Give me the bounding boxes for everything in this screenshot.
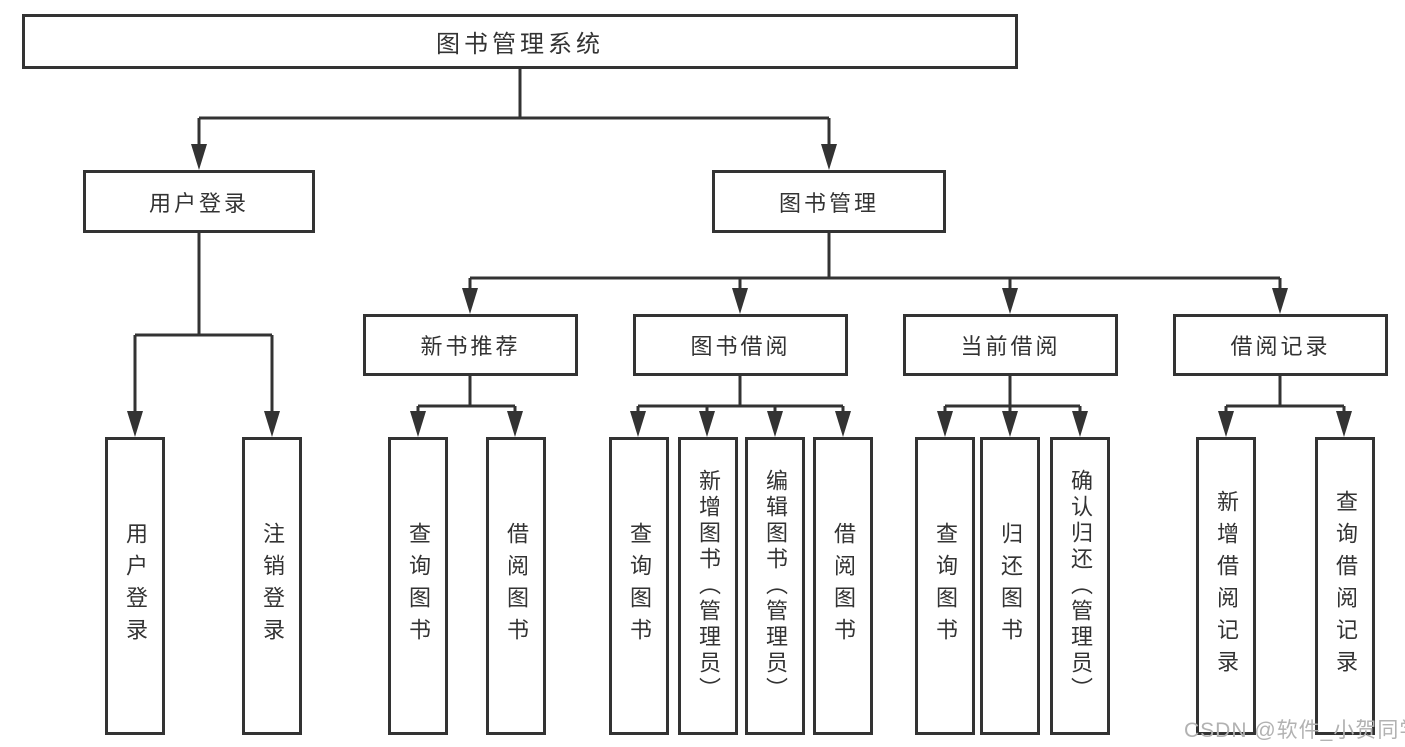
arrow-head [1218, 411, 1234, 437]
arrow-head [1336, 411, 1352, 437]
node-label: 借阅记录 [1230, 334, 1331, 359]
leaf-query-books-borrowing: 查询图书 [609, 437, 669, 735]
node-label: 新增图书（管理员） [696, 469, 721, 703]
node-label: 用户登录 [123, 522, 148, 650]
leaf-edit-book-admin: 编辑图书（管理员） [745, 437, 805, 735]
arrow-head [821, 144, 837, 170]
arrow-head [732, 288, 748, 314]
node-label: 图书借阅 [690, 334, 791, 359]
node-label: 新书推荐 [420, 334, 521, 359]
node-label: 确认归还（管理员） [1068, 469, 1093, 703]
connector-line [943, 376, 1082, 413]
node-label: 查询图书 [627, 522, 652, 650]
node-borrowing-records: 借阅记录 [1173, 314, 1388, 376]
arrow-head [507, 411, 523, 437]
node-label: 借阅图书 [504, 522, 529, 650]
arrow-head [410, 411, 426, 437]
node-label: 查询图书 [406, 522, 431, 650]
node-label: 新增借阅记录 [1214, 490, 1239, 682]
connector-line [636, 376, 845, 413]
leaf-add-book-admin: 新增图书（管理员） [678, 437, 738, 735]
connector-line [1224, 376, 1346, 413]
arrow-head [127, 411, 143, 437]
node-label: 图书管理系统 [436, 31, 604, 58]
node-user-login: 用户登录 [83, 170, 315, 233]
leaf-user-login: 用户登录 [105, 437, 165, 735]
leaf-query-books-current: 查询图书 [915, 437, 975, 735]
arrow-head [264, 411, 280, 437]
arrow-head [937, 411, 953, 437]
node-label: 归还图书 [998, 522, 1023, 650]
node-label: 借阅图书 [831, 522, 856, 650]
node-root-system: 图书管理系统 [22, 14, 1018, 69]
leaf-borrow-books-recommend: 借阅图书 [486, 437, 546, 735]
connector-line [133, 233, 274, 413]
leaf-query-borrow-record: 查询借阅记录 [1315, 437, 1375, 735]
node-label: 用户登录 [148, 190, 249, 216]
node-label: 当前借阅 [960, 334, 1061, 359]
leaf-borrow-books-borrowing: 借阅图书 [813, 437, 873, 735]
connector-line [468, 233, 1282, 290]
connector-book-borrowing-children [630, 376, 851, 437]
arrow-head [699, 411, 715, 437]
connector-root-to-level2 [191, 69, 837, 170]
connector-line [197, 69, 831, 146]
arrow-head [191, 144, 207, 170]
leaf-logout: 注销登录 [242, 437, 302, 735]
connector-user-login-children [127, 233, 280, 437]
node-book-borrowing: 图书借阅 [633, 314, 848, 376]
connector-current-borrowing-children [937, 376, 1088, 437]
node-label: 注销登录 [260, 522, 285, 650]
arrow-head [630, 411, 646, 437]
arrow-head [1272, 288, 1288, 314]
node-label: 查询借阅记录 [1333, 490, 1358, 682]
node-label: 查询图书 [933, 522, 958, 650]
node-new-book-recommendation: 新书推荐 [363, 314, 578, 376]
leaf-add-borrow-record: 新增借阅记录 [1196, 437, 1256, 735]
leaf-query-books-recommend: 查询图书 [388, 437, 448, 735]
arrow-head [1002, 411, 1018, 437]
arrow-head [462, 288, 478, 314]
leaf-return-book: 归还图书 [980, 437, 1040, 735]
connector-line [416, 376, 517, 413]
node-label: 编辑图书（管理员） [763, 469, 788, 703]
arrow-head [1002, 288, 1018, 314]
arrow-head [835, 411, 851, 437]
connector-borrowing-records-children [1218, 376, 1352, 437]
node-book-management: 图书管理 [712, 170, 946, 233]
node-current-borrowing: 当前借阅 [903, 314, 1118, 376]
connector-book-management-to-level3 [462, 233, 1288, 314]
arrow-head [767, 411, 783, 437]
arrow-head [1072, 411, 1088, 437]
connector-new-book-recommendation-children [410, 376, 523, 437]
leaf-confirm-return-admin: 确认归还（管理员） [1050, 437, 1110, 735]
csdn-watermark: CSDN @软件_小贺同学 [1184, 719, 1405, 742]
node-label: 图书管理 [778, 190, 879, 216]
